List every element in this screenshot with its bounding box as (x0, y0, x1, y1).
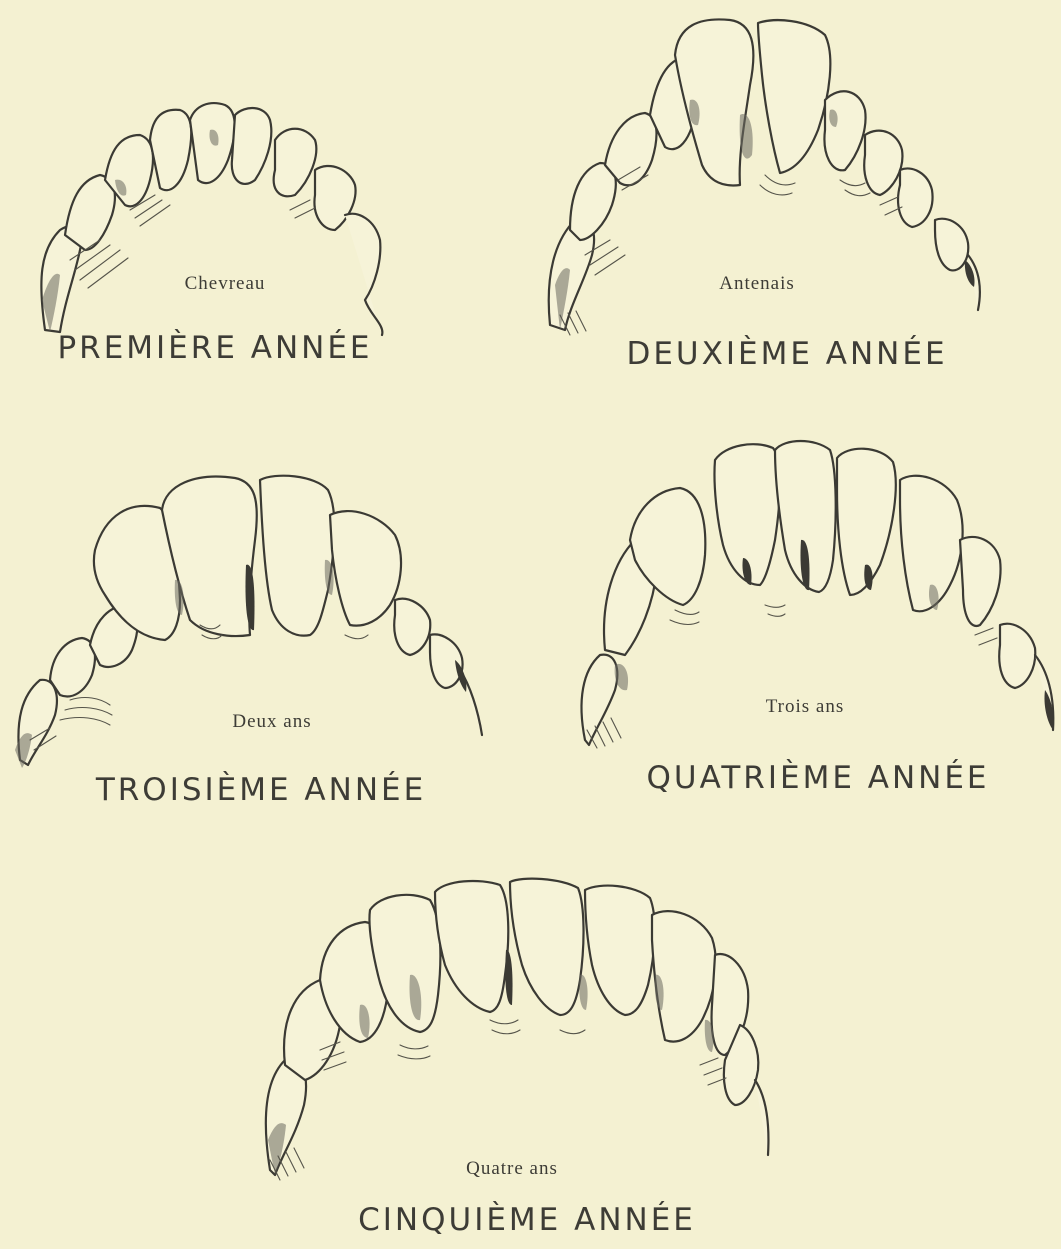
year-caption: QUATRIÈME ANNÉE (646, 760, 989, 796)
year-caption: TROISIÈME ANNÉE (96, 772, 426, 808)
age-label: Antenais (719, 273, 795, 295)
jaw-fifth-year-illustration (260, 880, 780, 1180)
jaw-first-year-illustration (30, 100, 400, 340)
year-caption: CINQUIÈME ANNÉE (358, 1202, 696, 1238)
year-caption: PREMIÈRE ANNÉE (57, 330, 372, 366)
age-label: Chevreau (185, 273, 266, 295)
age-label: Trois ans (766, 696, 845, 718)
year-caption: DEUXIÈME ANNÉE (626, 336, 947, 372)
age-label: Deux ans (232, 711, 311, 733)
age-label: Quatre ans (466, 1158, 558, 1180)
